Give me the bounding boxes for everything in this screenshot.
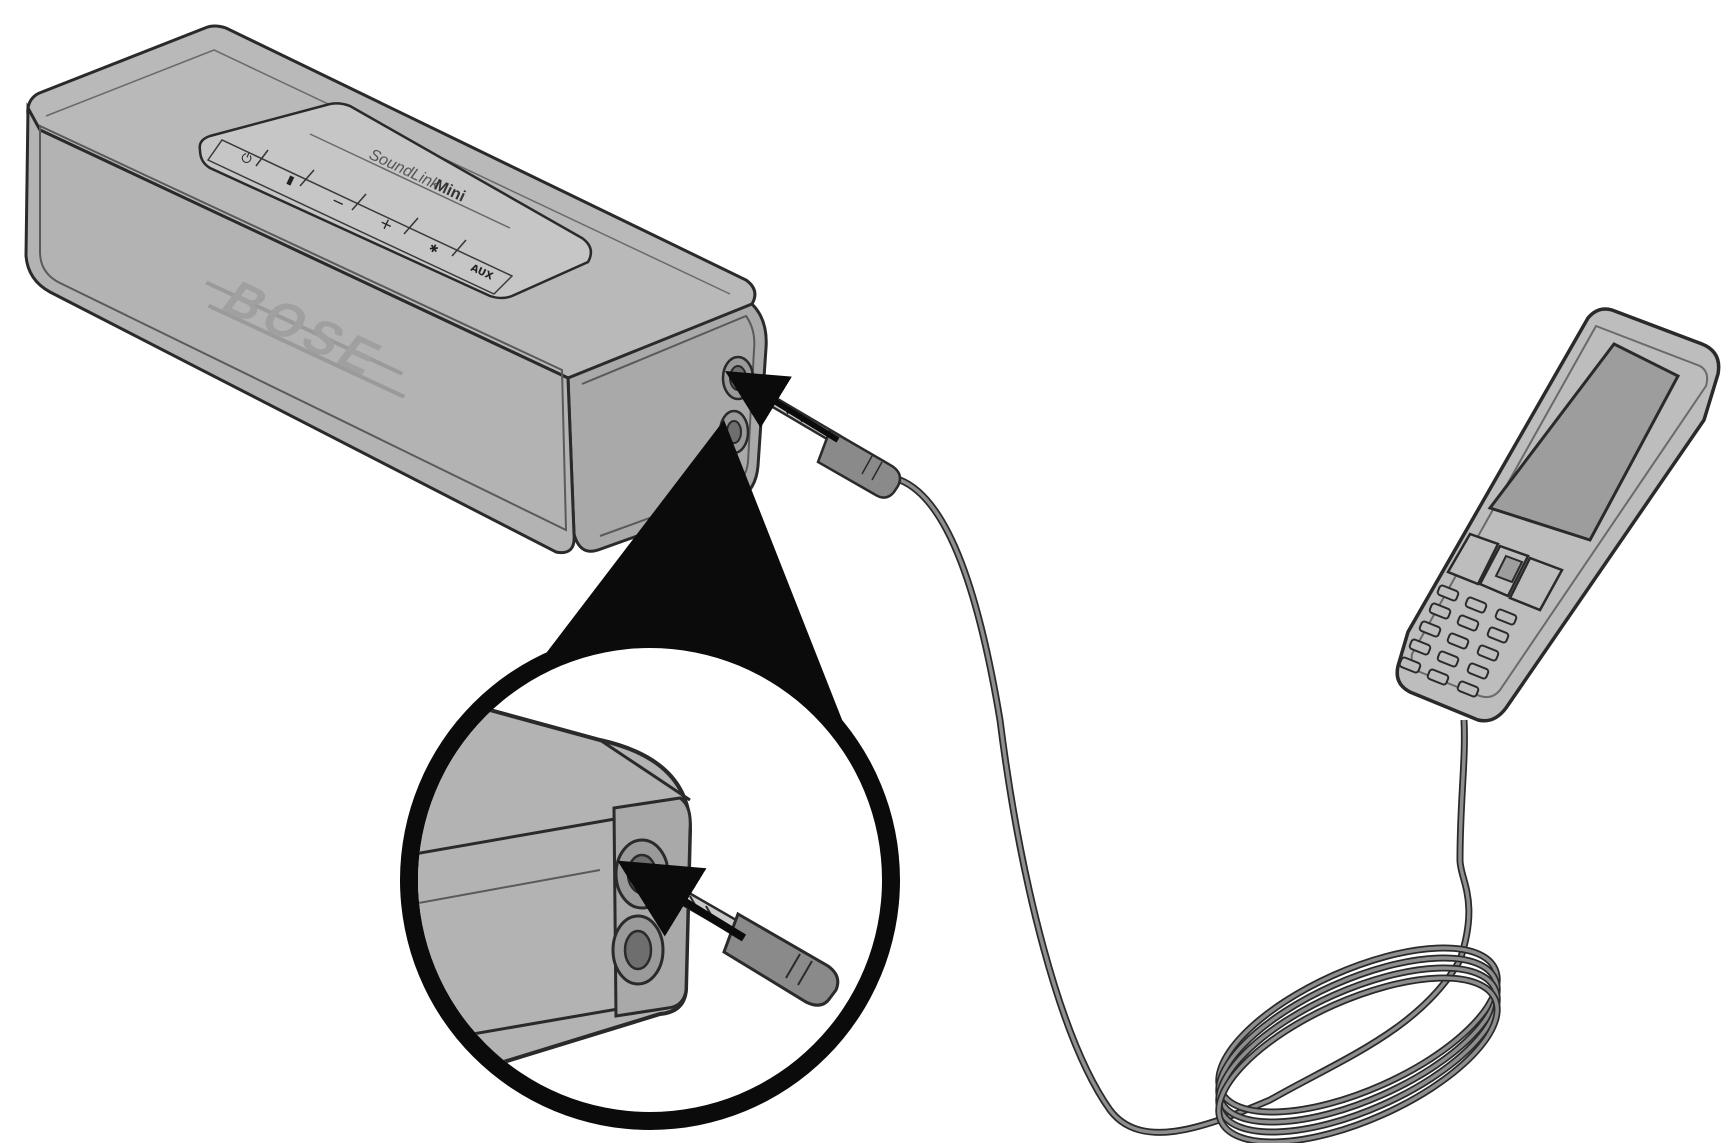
aux-input-jack [723,357,753,399]
usb-port-zoomed [613,916,663,984]
audio-plug [760,394,900,498]
speaker: SoundLink Mini ⏻ ▮ − + ✱ AUX [26,26,766,553]
cable-coil [1197,914,1520,1143]
insert-arrow [766,396,838,440]
aux-input-jack-zoomed [616,840,668,908]
mobile-phone [1397,309,1718,721]
